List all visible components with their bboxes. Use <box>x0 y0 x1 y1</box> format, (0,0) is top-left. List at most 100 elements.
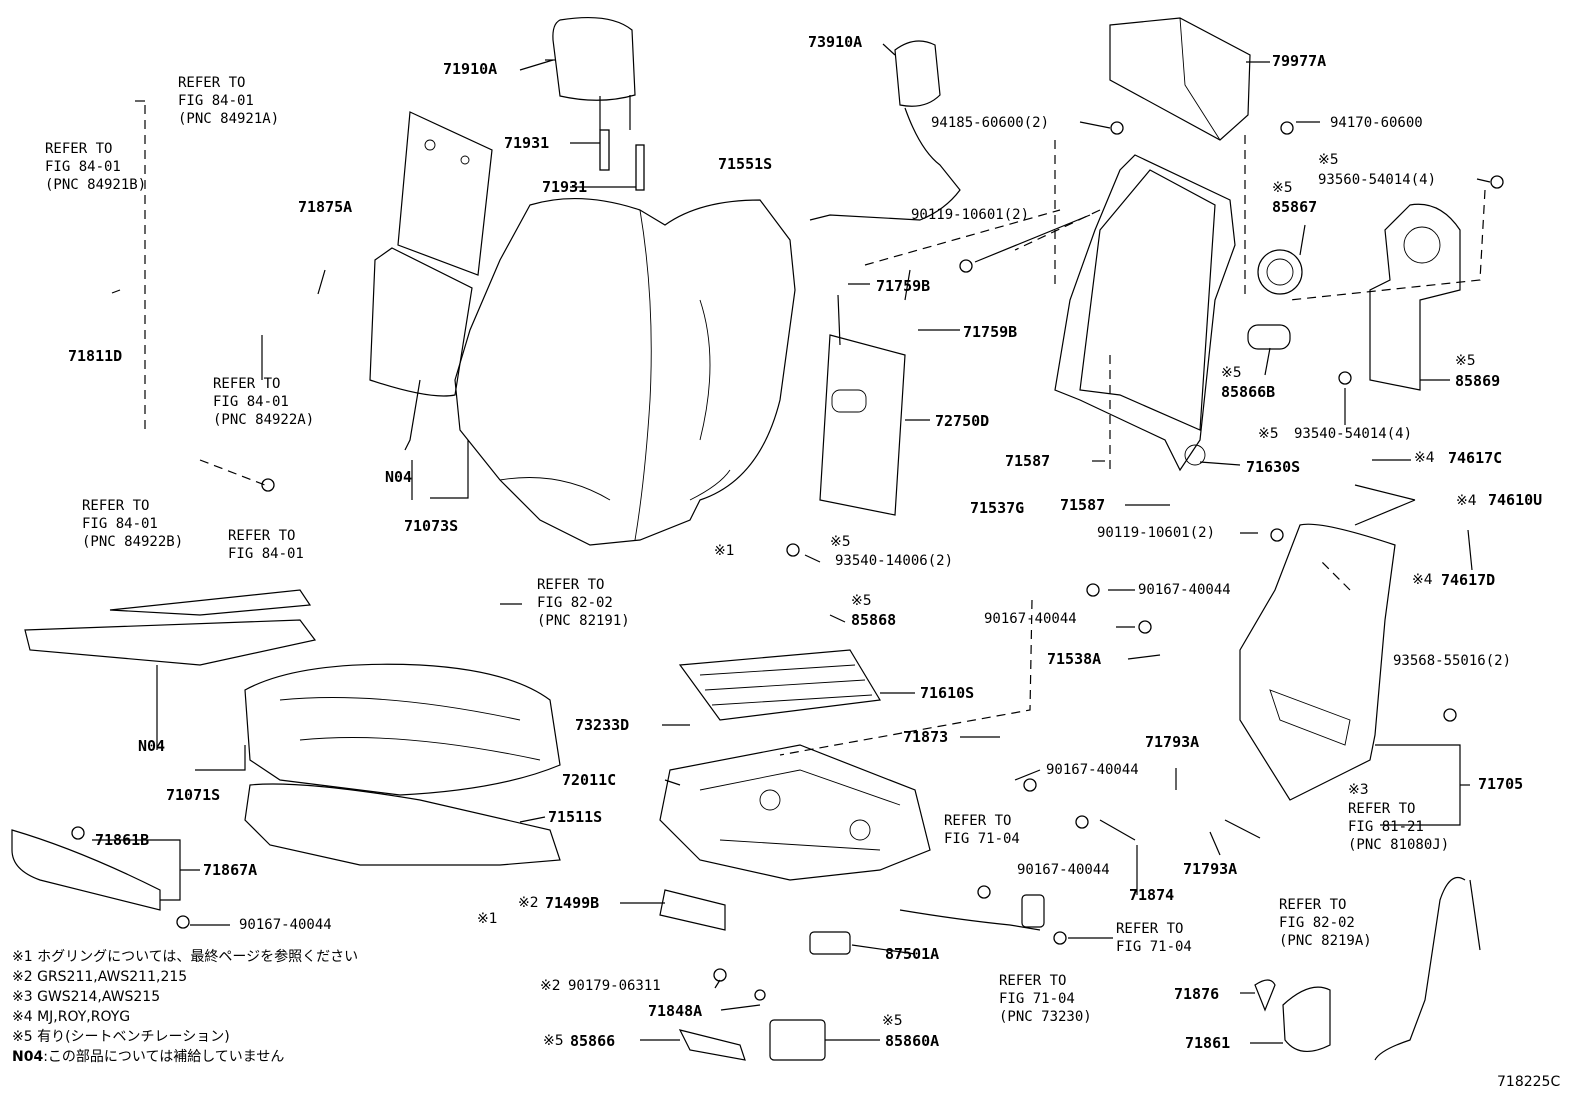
label-90167-40044-a: 90167-40044 <box>1138 582 1231 598</box>
phantom-lines <box>144 105 1486 756</box>
mark-85866: ※5 <box>543 1033 564 1049</box>
label-71931-upper: 71931 <box>504 134 550 152</box>
label-71071S: 71071S <box>166 786 221 804</box>
label-N04-back: N04 <box>385 468 413 486</box>
label-71811D: 71811D <box>68 347 123 365</box>
headrest-support-71931 <box>599 129 645 191</box>
diagram-id: 718225C <box>1497 1074 1561 1090</box>
label-71873: 71873 <box>903 728 949 746</box>
mark-85867: ※5 <box>1272 180 1293 196</box>
cushion-frame-72011C <box>659 744 931 881</box>
mark-71499B: ※2 <box>518 895 539 911</box>
label-73233D: 73233D <box>575 716 630 734</box>
label-94185-60600: 94185-60600(2) <box>931 115 1050 131</box>
seat-spring-71610S <box>678 649 881 721</box>
label-90119-10601-upper: 90119-10601(2) <box>911 207 1030 223</box>
label-94170-60600: 94170-60600 <box>1330 115 1423 131</box>
wire-harness-8219A <box>1374 876 1481 1061</box>
label-71587-lower: 71587 <box>1060 496 1106 514</box>
label-90167-40044-e: 90167-40044 <box>1017 862 1110 878</box>
label-71910A: 71910A <box>443 60 498 78</box>
lumbar-support-72750D <box>819 269 911 516</box>
label-93540-54014: 93540-54014(4) <box>1294 426 1413 442</box>
fan-duct-85869 <box>1369 203 1461 391</box>
label-90119-10601-lower: 90119-10601(2) <box>1097 525 1216 541</box>
label-71759B-lower: 71759B <box>963 323 1018 341</box>
seat-cushion-pad-71511S <box>244 783 561 866</box>
label-71538A: 71538A <box>1047 650 1102 668</box>
label-71511S: 71511S <box>548 808 603 826</box>
blower-85860A <box>769 1019 826 1061</box>
label-93568-55016: 93568-55016(2) <box>1393 653 1512 669</box>
cover-71861 <box>1282 986 1331 1052</box>
trim-71876 <box>1254 979 1276 1012</box>
back-pad-N04 <box>369 247 473 451</box>
label-85860A: 85860A <box>885 1032 940 1050</box>
label-71793A-upper: 71793A <box>1145 733 1200 751</box>
label-71793A-lower: 71793A <box>1183 860 1238 878</box>
label-87501A: 87501A <box>885 945 940 963</box>
seat-back-board-79977A <box>1109 17 1251 141</box>
label-71073S: 71073S <box>404 517 459 535</box>
mark-hog-ring-1: ※1 <box>714 543 735 559</box>
label-71931-lower: 71931 <box>542 178 588 196</box>
fasteners <box>71 121 1504 1001</box>
mark-85868: ※5 <box>851 593 872 609</box>
mark-93560: ※5 <box>1318 152 1339 168</box>
label-71551S: 71551S <box>718 155 773 173</box>
seat-back-frame-71630S <box>1054 154 1236 472</box>
seat-back-cover-71705 <box>1239 523 1396 801</box>
label-71848A: 71848A <box>648 1002 703 1020</box>
bracket-71499B <box>659 889 726 931</box>
label-74617D: 74617D <box>1441 571 1496 589</box>
back-board-panel <box>397 111 493 276</box>
mark-85860A: ※5 <box>882 1013 903 1029</box>
footnote-n04: N04:この部品については補給していません <box>12 1049 285 1065</box>
label-71874: 71874 <box>1129 886 1175 904</box>
label-93540-14006: 93540-14006(2) <box>835 553 954 569</box>
label-71610S: 71610S <box>920 684 975 702</box>
label-71867A: 71867A <box>203 861 258 879</box>
label-71537G: 71537G <box>970 499 1025 517</box>
mark-85866B: ※5 <box>1221 365 1242 381</box>
label-90167-40044-c: 90167-40044 <box>1046 762 1139 778</box>
label-79977A: 79977A <box>1272 52 1327 70</box>
label-93560-54014: 93560-54014(4) <box>1318 172 1437 188</box>
footnotes: ※1 ホグリングについては、最終ページを参照ください ※2 GRS211,AWS… <box>12 947 358 1067</box>
seat-back-cover-71551S <box>454 197 796 546</box>
footnote-2: ※2 GRS211,AWS211,215 <box>12 969 188 985</box>
headrest-71910A <box>545 16 636 130</box>
side-airbag-73910A <box>809 40 961 221</box>
label-90167-40044-d: 90167-40044 <box>239 917 332 933</box>
label-N04-cushion: N04 <box>138 737 166 755</box>
footnote-1: ※1 ホグリングについては、最終ページを参照ください <box>12 949 359 965</box>
motor-87501A <box>809 931 851 955</box>
label-90167-40044-b: 90167-40044 <box>984 611 1077 627</box>
label-72750D: 72750D <box>935 412 990 430</box>
mark-hog-ring-2: ※1 <box>477 911 498 927</box>
duct-85866 <box>678 1029 746 1061</box>
mark-85869: ※5 <box>1455 353 1476 369</box>
footnote-5: ※5 有り(シートベンチレーション) <box>12 1029 230 1045</box>
label-71499B: 71499B <box>545 894 600 912</box>
label-72011C: 72011C <box>562 771 617 789</box>
fan-duct-85866B <box>1247 324 1291 350</box>
mark-74617D: ※4 <box>1412 572 1433 588</box>
mark-74610U: ※4 <box>1456 493 1477 509</box>
leader-lines <box>92 43 1491 1044</box>
label-71587-upper: 71587 <box>1005 452 1051 470</box>
label-85869: 85869 <box>1455 372 1501 390</box>
mark-93540-14006: ※5 <box>830 534 851 550</box>
label-71876: 71876 <box>1174 985 1220 1003</box>
label-71861B: 71861B <box>95 831 150 849</box>
